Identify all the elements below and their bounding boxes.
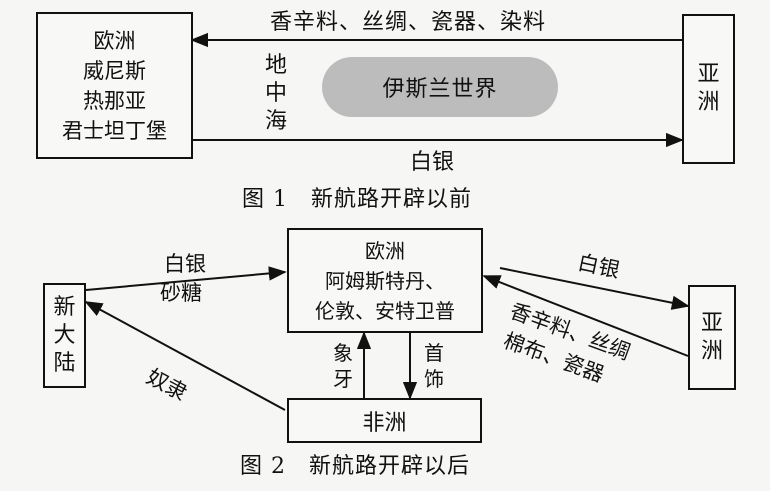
europe-box-fig1: 欧洲 威尼斯 热那亚 君士坦丁堡 xyxy=(36,12,193,159)
europe-fig1-line: 热那亚 xyxy=(83,88,146,113)
africa-box: 非洲 xyxy=(287,398,482,443)
asia-fig1-char: 洲 xyxy=(697,90,720,115)
caption-fig2: 图 2 新航路开辟以后 xyxy=(240,454,470,479)
ivory-label: 象 牙 xyxy=(330,340,356,392)
new-world-box: 新 大 陆 xyxy=(43,283,86,388)
europe-fig1-line: 君士坦丁堡 xyxy=(62,118,167,143)
silver-label-fig1: 白银 xyxy=(410,150,455,175)
new-world-char: 陆 xyxy=(53,350,76,376)
asia-fig1-char: 亚 xyxy=(697,62,720,87)
asia-box-fig2: 亚 洲 xyxy=(688,285,736,390)
silver-label-fig2: 白银 xyxy=(164,252,206,276)
europe-fig2-line: 伦敦、安特卫普 xyxy=(315,298,455,323)
islamic-world-label: 伊斯兰世界 xyxy=(382,77,498,102)
arrow-asia-to-europe xyxy=(482,275,689,357)
jewelry-char: 饰 xyxy=(424,367,444,391)
europe-box-fig2: 欧洲 阿姆斯特丹、 伦敦、安特卫普 xyxy=(287,228,483,333)
europe-fig1-line: 欧洲 xyxy=(93,28,136,53)
silver-sugar-label: 白银 砂糖 xyxy=(160,250,206,308)
caption-fig1: 图 1 新航路开辟以前 xyxy=(242,187,472,212)
jewelry-char: 首 xyxy=(424,341,444,365)
asia-fig2-char: 亚 xyxy=(700,310,723,336)
ivory-char: 牙 xyxy=(333,367,353,391)
islamic-world-ellipse: 伊斯兰世界 xyxy=(322,57,558,117)
new-world-char: 新 xyxy=(53,294,76,320)
asia-fig2-char: 洲 xyxy=(700,338,723,364)
sea-char: 中 xyxy=(264,81,287,106)
asia-box-fig1: 亚 洲 xyxy=(682,14,735,164)
arrow-africa-to-newworld xyxy=(84,301,286,411)
europe-fig2-line: 阿姆斯特丹、 xyxy=(325,268,445,293)
goods-label-fig1: 香辛料、丝绸、瓷器、染料 xyxy=(270,10,547,35)
mediterranean-label: 地 中 海 xyxy=(262,52,290,136)
arrow-europe-to-asia xyxy=(499,267,690,310)
sugar-label: 砂糖 xyxy=(160,281,202,305)
europe-fig2-line: 欧洲 xyxy=(365,238,405,263)
europe-fig1-line: 威尼斯 xyxy=(83,58,146,83)
ivory-char: 象 xyxy=(333,341,353,365)
jewelry-label: 首 饰 xyxy=(421,340,447,392)
africa-label: 非洲 xyxy=(362,410,407,436)
new-world-char: 大 xyxy=(53,322,76,348)
sea-char: 地 xyxy=(264,53,287,78)
arrow-newworld-to-europe xyxy=(85,266,287,291)
sea-char: 海 xyxy=(264,109,287,134)
